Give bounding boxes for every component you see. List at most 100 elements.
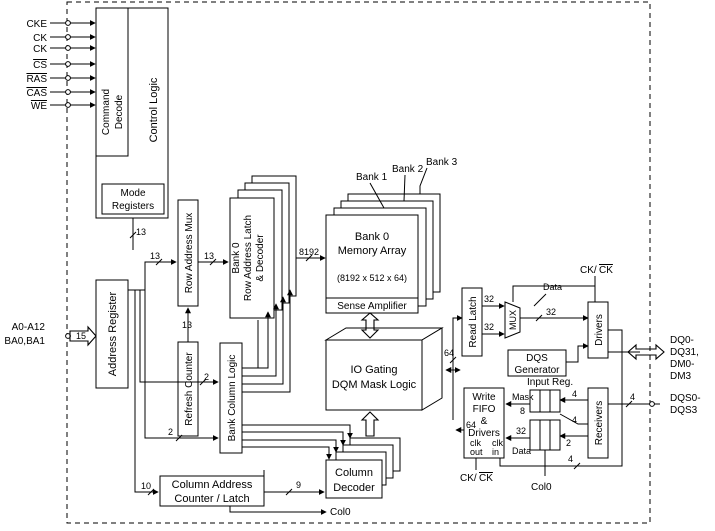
read-bus-width-a: 32 [484,294,494,304]
write-fifo-label-1: Write [472,392,496,403]
address-bus-width: 15 [76,331,86,341]
row-latch-label-2: Row Address Latch [243,215,254,301]
pin-cke-dot [65,20,71,26]
clk-out-label-2: out [470,447,483,457]
dq-label-4: DM3 [670,371,692,382]
read-latch-label: Read Latch [468,296,479,347]
pin-cke-label: CKE [26,19,47,30]
address-register-label: Address Register [107,291,119,376]
command-decode-label-2: Decode [114,94,125,129]
addr-mux-bus-width: 13 [150,251,160,261]
col0-bottom-label: Col0 [531,482,552,493]
mux-block [504,301,521,339]
bank2-label: Bank 2 [392,164,424,175]
dqs-label-1: DQS0- [670,393,701,404]
ir-bus-width-32: 32 [516,426,526,436]
address-input-label: A0-A12 [12,322,46,333]
column-counter-block [159,475,265,507]
bank-col-bus-width: 2 [204,372,209,382]
refresh-counter-label: Refresh Counter [184,352,195,426]
column-counter-label-1: Column Address [172,479,253,491]
dq-label-1: DQ0- [670,335,694,346]
receivers-block [587,387,609,459]
pin-we-dot [65,102,71,108]
ck-bottom-label-bar: CK [479,473,493,484]
mask-bus-width: 8 [520,406,525,416]
sense-amplifier-label: Sense Amplifier [337,301,407,312]
memory-array-label: Memory Array [338,245,407,257]
dqs-generator-label-1: DQS [526,353,548,364]
dqs-generator-block [507,349,567,377]
input-reg-label: Input Reg. [527,377,573,388]
write-fifo-block [463,387,505,459]
row-latch-label-3: & Decoder [255,234,266,282]
pin-ck-bar-label: CK [33,44,47,55]
fifo-bus-width: 64 [466,420,476,430]
write-fifo-label-3: & [481,416,488,427]
ck-top-label: CK/ [580,265,597,276]
dqs-label-2: DQS3 [670,405,698,416]
chip-boundary [66,1,651,524]
row-address-mux-block [177,199,199,307]
command-decode-label-1: Command [101,89,112,135]
dqs-generator-label-2: Generator [514,365,560,376]
mux-label: MUX [508,310,518,330]
array-size-label: (8192 x 512 x 64) [337,273,407,283]
col0-output-label: Col0 [330,507,351,518]
col-decoder-bus-width: 9 [296,480,301,490]
io-gating-label-2: DQM Mask Logic [332,379,417,391]
input-reg-b [539,389,551,413]
read-latch-block [461,287,483,357]
address-register-block [95,279,129,389]
row-latch-label-1: Bank 0 [231,242,242,274]
row-bus-width: 8192 [299,247,319,257]
column-decoder-label-1: Column [335,467,373,479]
column-counter-label-2: Counter / Latch [174,493,249,505]
addr-bank-bus-width: 2 [168,427,173,437]
mode-registers-label-1: Mode [120,188,145,199]
input-reg-c [549,389,561,413]
pin-ck-bar-dot [65,45,71,51]
clk-in-label-1: clk [492,438,503,448]
memory-array-block [325,214,419,314]
io-column-arrow [360,411,380,437]
dq-label-2: DQ31, [670,347,699,358]
bottom-bus-width: 4 [568,454,573,464]
mux-bus-width: 32 [546,307,556,317]
column-decoder-label-2: Decoder [333,482,375,494]
write-fifo-label-4: Drivers [468,428,500,439]
mode-bus-width: 13 [136,227,146,237]
io-bus-width: 64 [444,348,454,358]
input-reg-e [539,419,551,451]
drivers-label: Drivers [594,314,605,346]
bank3-label: Bank 3 [426,157,458,168]
bank0-label: Bank 0 [355,231,389,243]
row-address-mux-label: Row Address Mux [184,213,195,294]
clk-out-label-1: clk [470,438,481,448]
pin-cas-dot [65,89,71,95]
pin-cs-dot [65,61,71,67]
io-gating-label-1: IO Gating [350,364,397,376]
receivers-label: Receivers [594,401,605,445]
mask-label: Mask [512,392,534,402]
bank-column-logic-block [219,342,243,454]
ir-bus-width-4a: 4 [572,389,577,399]
dq-port-arrow [627,343,665,361]
io-gating-side [421,327,443,411]
row-address-latch-block [229,197,275,319]
data-label-top: Data [543,282,562,292]
input-reg-f [549,419,561,451]
bank1-label: Bank 1 [356,172,388,183]
pin-ras-label: RAS [26,74,47,85]
ck-top-label-bar: CK [599,265,613,276]
sense-io-arrow [360,312,380,339]
mode-registers-label-2: Registers [112,201,154,212]
input-reg-d [529,419,541,451]
ir-bus-width-2: 2 [566,438,571,448]
pin-ras-dot [65,75,71,81]
bank-column-logic-label: Bank Column Logic [227,355,238,442]
clk-in-label-2: in [492,447,499,457]
data-label-bottom: Data [512,446,531,456]
input-pins: CKE CK CK CS RAS CAS WE [26,19,96,112]
